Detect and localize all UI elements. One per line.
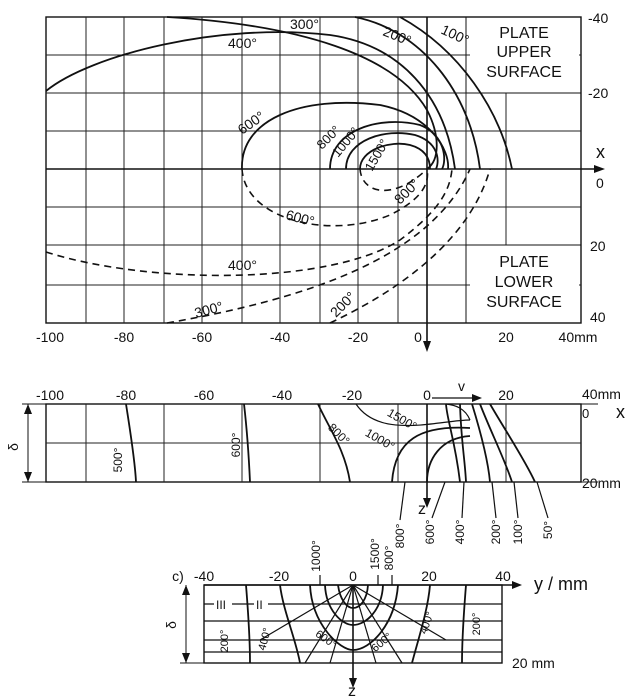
panel-c: c) -40 -20 0 20 40 y / mm z 20 mm δ III …: [163, 538, 588, 697]
b-iso-label-bottom-600: 600°: [423, 519, 437, 544]
a-xtick-6: 20: [498, 329, 514, 345]
panel-b-z-label: z: [418, 501, 426, 518]
b-iso-label-bottom-100: 100°: [511, 519, 525, 544]
a-ytick-3: 20: [590, 238, 606, 254]
iso-label-lower-400: 400°: [228, 257, 257, 273]
lower-label-line-1: PLATE: [499, 254, 549, 271]
c-ytick-2: 0: [349, 568, 357, 584]
b-xtick-2: -60: [194, 387, 214, 403]
c-ytick-3: 20: [421, 568, 437, 584]
a-xtick-4: -20: [348, 329, 368, 345]
panel-b-thickness-label: δ: [5, 443, 21, 451]
b-iso-label-1500: 1500°: [385, 406, 419, 434]
c-ytick-4: 40: [495, 568, 511, 584]
a-xtick-0: -100: [36, 329, 64, 345]
a-xtick-1: -80: [114, 329, 134, 345]
a-xtick-5: 0: [414, 329, 422, 345]
lower-label-line-2: LOWER: [495, 274, 554, 291]
a-ytick-0: -40: [588, 10, 608, 26]
iso-label-lower-300: 300°: [193, 298, 225, 321]
zone-label-ii: II: [256, 598, 263, 612]
c-iso-top-1500: 1500°: [368, 538, 382, 570]
panel-c-isotherms: [245, 584, 467, 664]
lower-label-line-3: SURFACE: [486, 294, 562, 311]
iso-label-300: 300°: [290, 16, 319, 32]
c-iso-600-right: 600°: [369, 631, 394, 655]
iso-label-600: 600°: [235, 108, 268, 138]
upper-isotherms: [45, 16, 513, 170]
panel-a: 300° 200° 100° 400° 600° 800° 1000° 1500…: [36, 10, 608, 352]
panel-c-depth-label: 20 mm: [512, 655, 555, 671]
b-iso-label-bottom-50: 50°: [541, 521, 555, 539]
velocity-label: v: [458, 378, 465, 394]
b-iso-label-600: 600°: [229, 432, 243, 457]
b-iso-label-bottom-800: 800°: [393, 523, 407, 548]
panel-c-y-label: y / mm: [534, 574, 588, 594]
panel-b-grid: [85, 404, 507, 482]
iso-label-lower-800: 800°: [391, 175, 423, 207]
b-xtick-0: -100: [36, 387, 64, 403]
panel-b-isotherms: [125, 403, 536, 483]
b-xtick-6: 20: [498, 387, 514, 403]
panel-a-x-label: x: [596, 142, 605, 162]
b-rtick-0: 40mm: [582, 386, 621, 402]
upper-label-line-3: SURFACE: [486, 64, 562, 81]
b-iso-label-bottom-400: 400°: [453, 519, 467, 544]
b-xtick-4: -20: [342, 387, 362, 403]
panel-b-leaders: [399, 481, 549, 521]
panel-a-x-ticks: -100 -80 -60 -40 -20 0 20 40mm: [36, 329, 597, 345]
iso-label-lower-600: 600°: [284, 206, 316, 229]
zone-label-iii: III: [216, 598, 226, 612]
panel-b: -100 -80 -60 -40 -20 0 20 v 40mm 0 20mm …: [5, 378, 625, 548]
panel-a-down-arrow: [423, 341, 431, 352]
b-iso-label-bottom-200: 200°: [489, 519, 503, 544]
iso-label-100: 100°: [439, 21, 472, 48]
c-iso-top-800: 800°: [382, 545, 396, 570]
a-ytick-2: 0: [596, 175, 604, 191]
a-xtick-2: -60: [192, 329, 212, 345]
b-iso-label-1000: 1000°: [363, 426, 397, 454]
panel-c-label: c): [172, 568, 184, 584]
iso-label-200: 200°: [381, 23, 414, 49]
c-iso-400-right: 400°: [418, 610, 437, 635]
c-iso-200-right: 200°: [471, 613, 483, 636]
panel-a-x-arrow: [594, 165, 605, 173]
c-ytick-0: -40: [194, 568, 214, 584]
c-iso-200-left: 200°: [219, 630, 231, 653]
lower-label-box: [470, 247, 579, 321]
iso-label-lower-200: 200°: [327, 288, 359, 320]
a-ytick-4: 40: [590, 309, 606, 325]
upper-label-line-2: UPPER: [496, 44, 551, 61]
c-iso-top-1000: 1000°: [309, 540, 323, 572]
a-ytick-1: -20: [588, 85, 608, 101]
c-ytick-1: -20: [269, 568, 289, 584]
b-xtick-1: -80: [116, 387, 136, 403]
lower-isotherm-labels: 800° 600° 400° 300° 200°: [193, 175, 423, 321]
panel-a-y-ticks: -40 -20 0 20 40: [588, 10, 608, 325]
panel-c-z-label: z: [348, 683, 356, 697]
b-rtick-2: 20mm: [582, 475, 621, 491]
a-xtick-7: 40mm: [559, 329, 598, 345]
upper-label-box: [470, 19, 579, 91]
b-iso-label-500: 500°: [111, 447, 125, 472]
panel-c-thickness-label: δ: [163, 621, 179, 629]
lower-isotherms: [45, 168, 491, 324]
panel-b-x-label: x: [616, 402, 625, 422]
b-rtick-1: 0: [582, 406, 589, 421]
iso-label-400: 400°: [228, 35, 257, 51]
c-iso-400-left: 400°: [256, 627, 273, 652]
a-xtick-3: -40: [270, 329, 290, 345]
upper-label-line-1: PLATE: [499, 25, 549, 42]
panel-a-frame: [45, 16, 582, 324]
b-xtick-3: -40: [272, 387, 292, 403]
b-xtick-5: 0: [423, 387, 431, 403]
